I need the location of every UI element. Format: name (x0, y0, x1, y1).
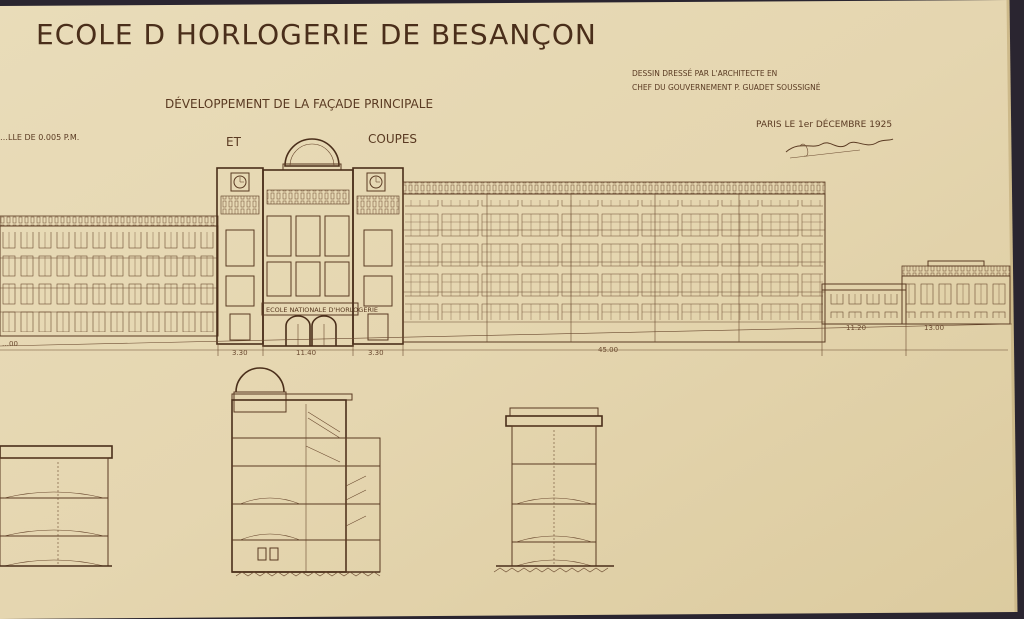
central-block: ECOLE NATIONALE D'HORLOGERIE (261, 138, 378, 347)
entrance-door-right (311, 315, 337, 346)
dimension-left-wing: …00 (2, 340, 18, 348)
section-dome (235, 367, 285, 393)
architect-note-line1: DESSIN DRESSÉ PAR L'ARCHITECTE EN (632, 69, 777, 78)
clock-icon (233, 175, 247, 189)
drawing-subtitle-line1: DÉVELOPPEMENT DE LA FAÇADE PRINCIPALE (165, 96, 433, 111)
drawing-title: ECOLE D HORLOGERIE DE BESANÇON (36, 18, 597, 51)
dome (284, 138, 340, 167)
dimension-right-wing: 45.00 (598, 346, 618, 354)
drawing-subtitle-line3: COUPES (368, 132, 417, 146)
dimension-annex-a: 11.20 (846, 324, 866, 332)
paper-edge (1006, 0, 1018, 613)
dimension-pavilion-left: 3.30 (232, 349, 248, 357)
clock-icon-right (369, 175, 383, 189)
right-pavilion (352, 167, 404, 345)
dimension-pavilion-right: 3.30 (368, 349, 384, 357)
facade-elevation: ECOLE NATIONALE D'HORLOGERIE (0, 138, 1013, 347)
right-wing (402, 181, 826, 343)
section-right (493, 407, 614, 573)
drawing-date: PARIS LE 1er DÉCEMBRE 1925 (756, 118, 892, 130)
drawing-scale: …LLE DE 0.005 P.M. (0, 133, 79, 142)
dimension-line: …00 3.30 11.40 3.30 45.00 11.20 13.00 (0, 320, 1008, 357)
architect-note-line2: CHEF DU GOUVERNEMENT P. GUADET SOUSSIGNÉ (632, 83, 821, 92)
stair (345, 475, 367, 501)
entrance-door-left (285, 315, 311, 346)
annex-building (821, 260, 1011, 325)
section-center (231, 367, 381, 577)
section-left (0, 445, 113, 567)
entrance-sign: ECOLE NATIONALE D'HORLOGERIE (266, 306, 378, 314)
drawing-subtitle-line2: ET (226, 135, 242, 149)
signature-icon (785, 138, 894, 159)
left-wing (0, 215, 219, 337)
left-pavilion (216, 167, 264, 345)
dimension-center: 11.40 (296, 349, 316, 357)
dimension-annex-b: 13.00 (924, 324, 944, 332)
